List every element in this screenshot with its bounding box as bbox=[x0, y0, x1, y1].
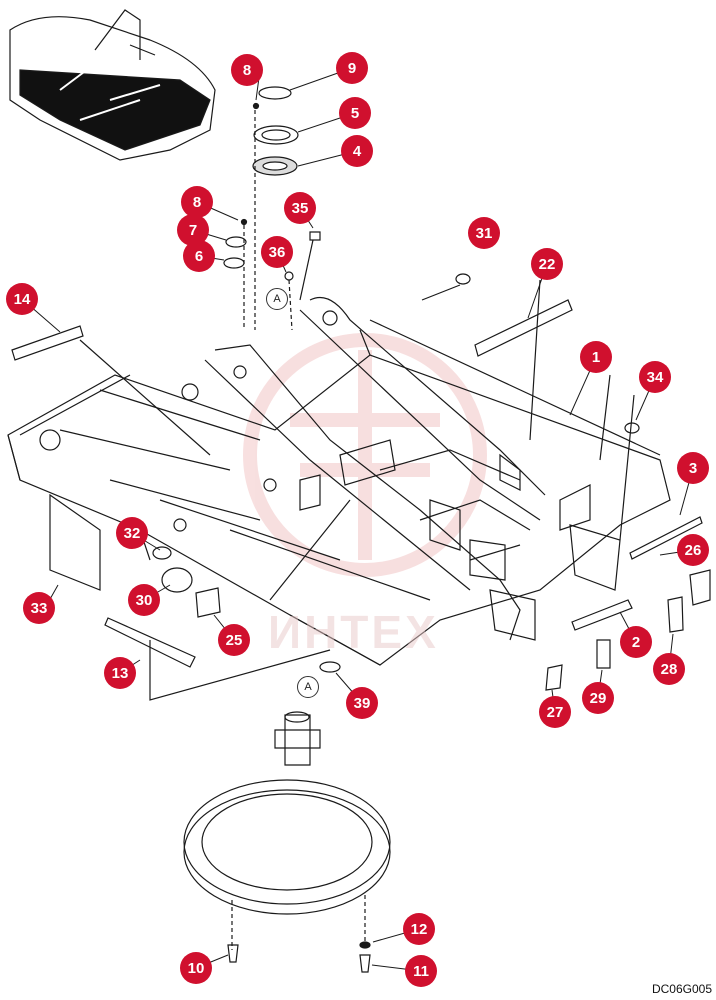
callout-13[interactable]: 13 bbox=[104, 657, 136, 689]
callout-11[interactable]: 11 bbox=[405, 955, 437, 987]
inset-machine-view bbox=[9, 9, 216, 161]
callout-8-upper[interactable]: 8 bbox=[231, 54, 263, 86]
callout-10[interactable]: 10 bbox=[180, 952, 212, 984]
callout-14[interactable]: 14 bbox=[6, 283, 38, 315]
callout-29[interactable]: 29 bbox=[582, 682, 614, 714]
callout-32[interactable]: 32 bbox=[116, 517, 148, 549]
callout-35[interactable]: 35 bbox=[284, 192, 316, 224]
swing-bearing bbox=[183, 779, 391, 973]
callout-12[interactable]: 12 bbox=[403, 913, 435, 945]
callout-28[interactable]: 28 bbox=[653, 653, 685, 685]
watermark-text: ИНТЕХ bbox=[268, 606, 439, 658]
callout-7[interactable]: 7 bbox=[177, 214, 209, 246]
reference-marker-a-lower: A bbox=[297, 676, 319, 698]
callout-3[interactable]: 3 bbox=[677, 452, 709, 484]
seal-stack bbox=[223, 86, 299, 330]
callout-30[interactable]: 30 bbox=[128, 584, 160, 616]
callout-4[interactable]: 4 bbox=[341, 135, 373, 167]
callout-36[interactable]: 36 bbox=[261, 236, 293, 268]
callout-31[interactable]: 31 bbox=[468, 217, 500, 249]
bolt-and-nut bbox=[284, 231, 321, 331]
callout-9[interactable]: 9 bbox=[336, 52, 368, 84]
reference-marker-a-upper: A bbox=[266, 288, 288, 310]
callout-39[interactable]: 39 bbox=[346, 687, 378, 719]
upper-frame bbox=[7, 296, 671, 666]
callout-25[interactable]: 25 bbox=[218, 624, 250, 656]
callout-1[interactable]: 1 bbox=[580, 341, 612, 373]
drawing-code: DC06G005 bbox=[651, 982, 712, 996]
callout-5[interactable]: 5 bbox=[339, 97, 371, 129]
callout-2[interactable]: 2 bbox=[620, 626, 652, 658]
swivel-joint bbox=[274, 711, 321, 766]
callout-34[interactable]: 34 bbox=[639, 361, 671, 393]
loose-parts bbox=[11, 273, 711, 701]
callout-26[interactable]: 26 bbox=[677, 534, 709, 566]
callout-33[interactable]: 33 bbox=[23, 592, 55, 624]
callout-22[interactable]: 22 bbox=[531, 248, 563, 280]
callout-27[interactable]: 27 bbox=[539, 696, 571, 728]
watermark-emblem bbox=[243, 333, 487, 577]
callout-8-lower[interactable]: 8 bbox=[181, 186, 213, 218]
